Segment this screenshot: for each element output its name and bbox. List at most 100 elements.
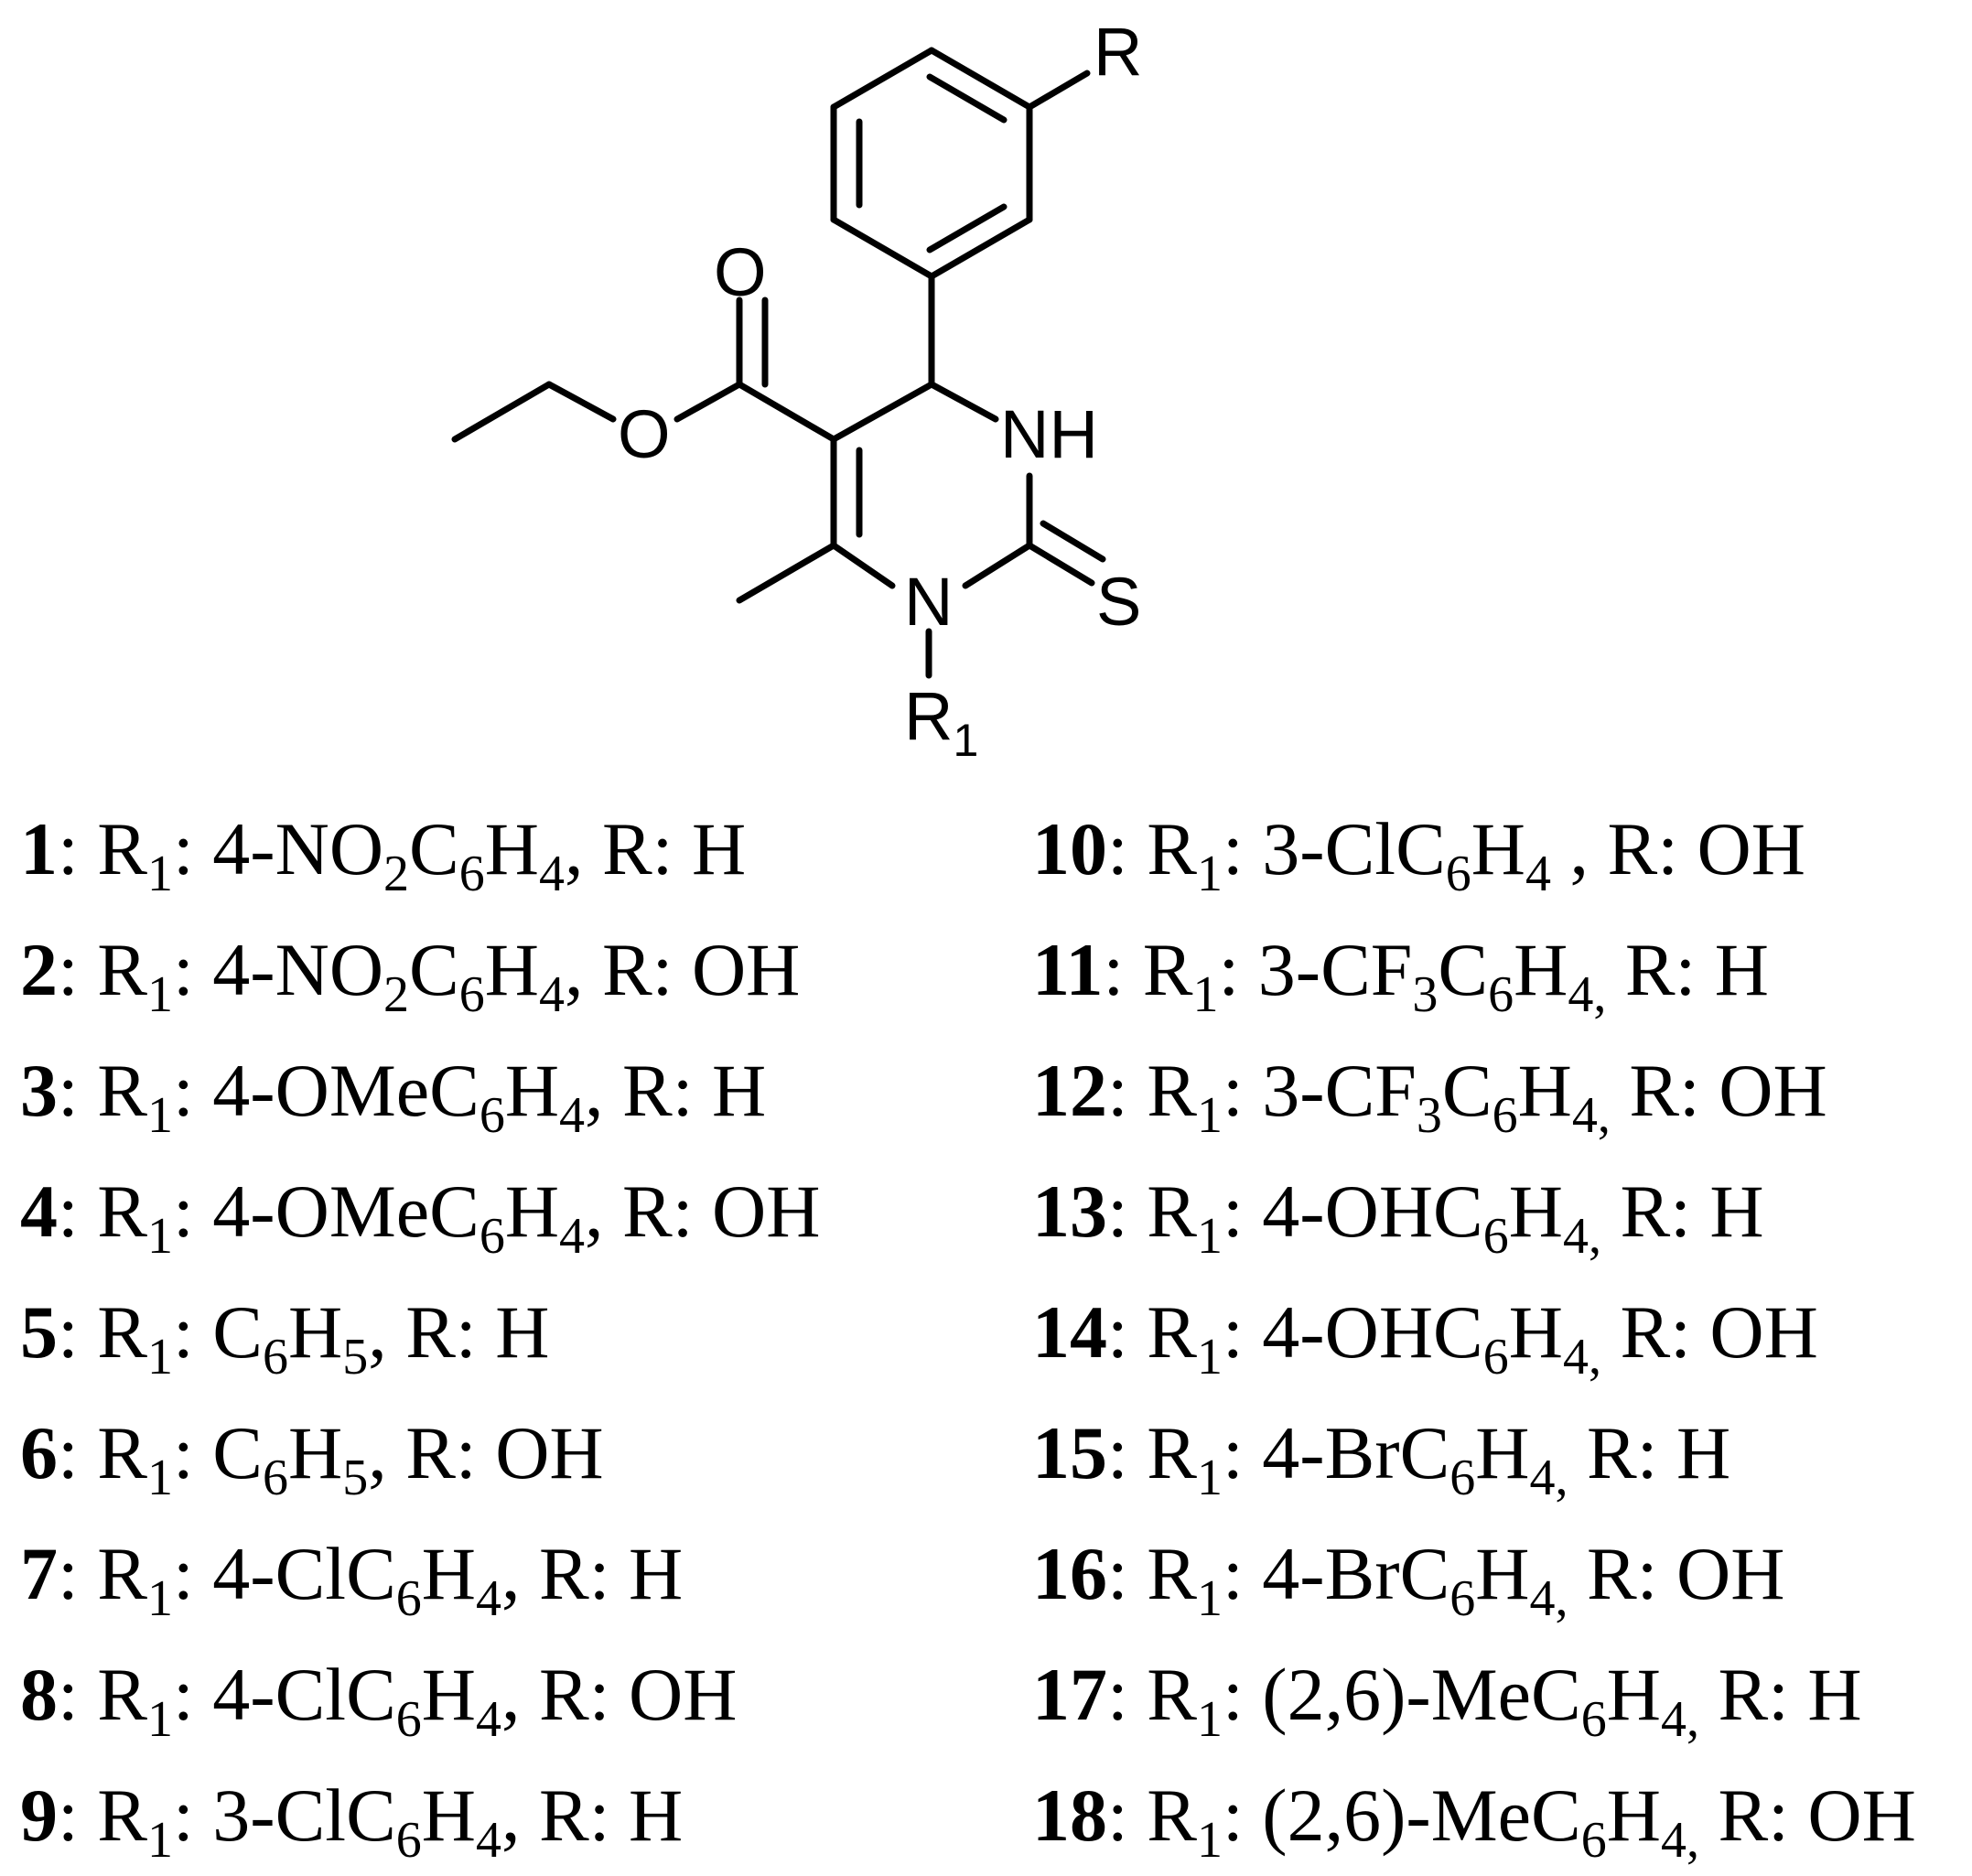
r1-value-text: 3-CF <box>1262 1049 1417 1132</box>
compound-separator: : <box>58 1774 98 1857</box>
r-substituent: R: OH <box>603 1170 821 1253</box>
compound-number: 12 <box>1032 1049 1107 1132</box>
r1-value-subscript: 6 <box>1580 1812 1607 1869</box>
compound-number: 1 <box>20 807 58 890</box>
r1-label-subscript: 1 <box>1197 1208 1223 1265</box>
r1-value-subscript: 4 <box>476 1691 501 1748</box>
r1-value-text: H <box>1508 1290 1563 1374</box>
r1-value-subscript: 4, <box>1568 966 1607 1023</box>
r1-value-subscript: 4 <box>476 1812 501 1869</box>
r1-label-subscript: 1 <box>147 1208 173 1265</box>
r1-value-subscript: 4 <box>538 846 565 902</box>
bond-cs-1 <box>1026 542 1095 587</box>
r1-value-subscript: 4, <box>1529 1450 1568 1506</box>
r1-label: R <box>1147 1170 1197 1253</box>
compound-number: 6 <box>20 1411 58 1494</box>
r1-colon: : <box>173 1290 213 1374</box>
r1-value-text: , <box>501 1774 521 1857</box>
compound-row: 15: R1: 4-BrC6H4, R: H <box>1032 1393 1916 1514</box>
r1-value-subscript: 5 <box>342 1329 369 1385</box>
bond-ch2-ch3 <box>451 381 553 443</box>
r1-value-subscript: 4 <box>559 1087 586 1144</box>
r1-label: R <box>97 1049 147 1132</box>
bond-methyl <box>736 542 837 604</box>
r1-value-subscript: 4 <box>559 1208 586 1265</box>
bond-cs-2 <box>1040 520 1106 563</box>
r1-colon: : <box>173 1049 213 1132</box>
r1-value-subscript: 6 <box>1482 1208 1509 1265</box>
r1-value-text: H <box>504 1049 560 1132</box>
r-substituent: R: OH <box>1568 1532 1785 1615</box>
bond-c-oester <box>673 381 743 423</box>
r-substituent: R: OH <box>1698 1774 1916 1857</box>
compound-separator: : <box>1107 807 1148 890</box>
r1-value-subscript: 6 <box>479 1208 505 1265</box>
r-substituent: R: H <box>520 1774 684 1857</box>
r1-label: R <box>97 1290 147 1374</box>
compound-separator: : <box>58 1411 98 1494</box>
compound-row: 17: R1: (2,6)-MeC6H4, R: H <box>1032 1634 1916 1755</box>
compound-row: 12: R1: 3-CF3C6H4, R: OH <box>1032 1030 1916 1151</box>
bond-oester-ch2 <box>545 381 617 423</box>
r1-value-text: H <box>288 1411 343 1494</box>
compound-separator: : <box>58 1290 98 1374</box>
r1-value-subscript: 6 <box>458 966 485 1023</box>
compound-row: 4: R1: 4-OMeC6H4, R: OH <box>20 1151 820 1272</box>
r1-value-text: H <box>1606 1653 1661 1736</box>
atom-nh: NH <box>1000 396 1098 472</box>
compound-row: 11: R1: 3-CF3C6H4, R: H <box>1032 910 1916 1030</box>
compound-separator: : <box>1107 1049 1148 1132</box>
r1-value-text: , <box>501 1653 521 1736</box>
r1-value-text: C <box>212 1290 263 1374</box>
r1-value-subscript: 4, <box>1562 1208 1601 1265</box>
r1-colon: : <box>173 1653 213 1736</box>
r1-colon: : <box>1223 1653 1263 1736</box>
r1-colon: : <box>1223 1532 1263 1615</box>
r1-value-text: H <box>421 1774 476 1857</box>
r1-colon: : <box>1223 1290 1263 1374</box>
r1-value-text: H <box>1475 1532 1530 1615</box>
r1-value-text: H <box>504 1170 560 1253</box>
compound-separator: : <box>1107 1653 1148 1736</box>
r1-colon: : <box>173 807 213 890</box>
r1-label: R <box>1142 928 1193 1011</box>
compound-separator: : <box>58 807 98 890</box>
r-substituent: R: OH <box>386 1411 604 1494</box>
r1-value-text: 3-CF <box>1257 928 1413 1011</box>
compound-separator: : <box>1107 1170 1148 1253</box>
atom-o-carbonyl: O <box>714 234 767 310</box>
r1-value-text: C <box>1438 928 1489 1011</box>
r-substituent: R: OH <box>520 1653 738 1736</box>
compound-number: 16 <box>1032 1532 1107 1615</box>
r1-label: R <box>97 807 147 890</box>
r1-label-subscript: 1 <box>147 1087 173 1144</box>
r1-label-subscript: 1 <box>1197 1450 1223 1506</box>
r1-label: R <box>1147 807 1197 890</box>
r1-value-text: 4-NO <box>212 807 384 890</box>
compound-separator: : <box>58 1532 98 1615</box>
r1-value-text: H <box>1475 1411 1530 1494</box>
r1-value-text: H <box>484 928 539 1011</box>
compound-number: 14 <box>1032 1290 1107 1374</box>
r1-value-text: C <box>212 1411 263 1494</box>
r1-label-subscript: 1 <box>1197 1812 1223 1869</box>
r1-value-subscript: 6 <box>1449 1450 1476 1506</box>
r1-value-text: H <box>421 1532 476 1615</box>
compound-row: 7: R1: 4-ClC6H4, R: H <box>20 1514 820 1634</box>
atom-n: N <box>904 564 953 640</box>
r1-value-text: 3-ClC <box>212 1774 396 1857</box>
compound-number: 9 <box>20 1774 58 1857</box>
r1-value-text: 4-ClC <box>212 1532 396 1615</box>
r1-label: R <box>97 1532 147 1615</box>
r1-colon: : <box>173 1411 213 1494</box>
r1-value-text: 4-BrC <box>1262 1532 1450 1615</box>
r1-value-subscript: 6 <box>395 1570 422 1627</box>
r1-value-subscript: 4 <box>538 966 565 1023</box>
r1-label: R <box>1147 1774 1197 1857</box>
r1-value-text: , <box>368 1290 387 1374</box>
r1-colon: : <box>1223 1411 1263 1494</box>
compound-number: 18 <box>1032 1774 1107 1857</box>
pyrimidine-ring <box>830 381 1033 589</box>
compound-row: 6: R1: C6H5, R: OH <box>20 1393 820 1514</box>
